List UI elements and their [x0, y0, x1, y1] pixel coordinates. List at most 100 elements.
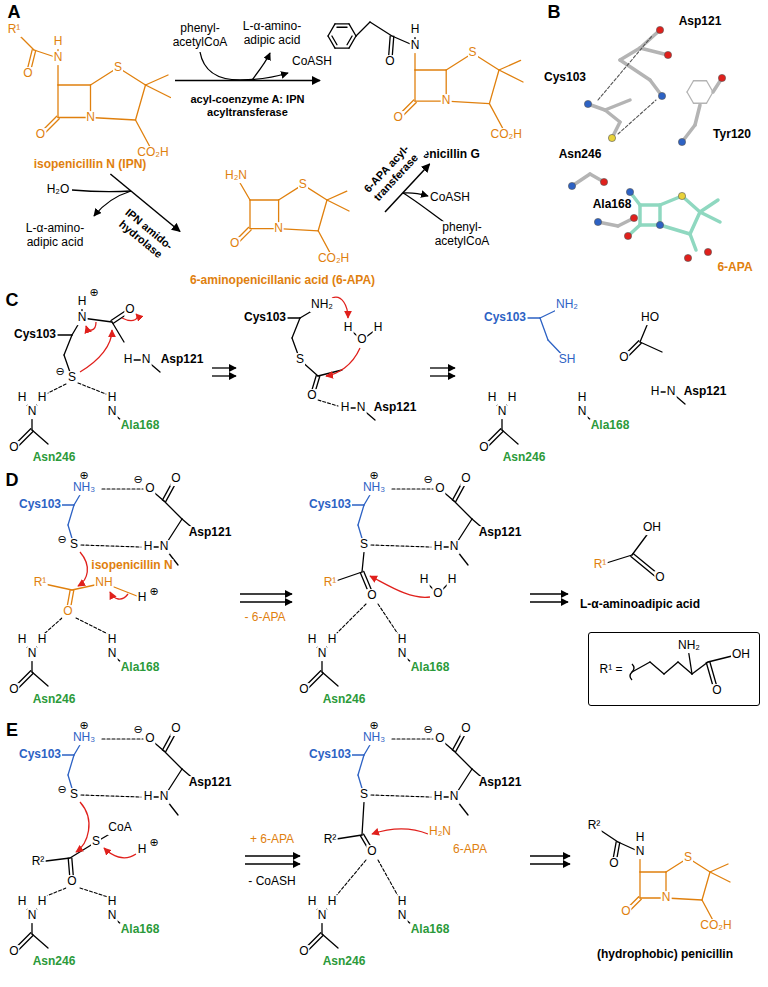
- chem-label: O: [393, 111, 404, 125]
- bond: [32, 430, 48, 444]
- hydrogen-bond: [378, 604, 398, 634]
- chem-label: - CoASH: [247, 875, 296, 889]
- stick-bond: [700, 200, 718, 212]
- chem-label: H: [577, 391, 588, 405]
- chem-label: ⊕: [88, 286, 99, 299]
- chem-label: O: [22, 67, 33, 81]
- hydrogen-bond: [336, 860, 366, 896]
- stick-bond: [700, 212, 720, 222]
- hydrogen-bond: [392, 488, 433, 489]
- chem-label: O: [124, 303, 135, 317]
- chem-label: N: [27, 909, 38, 923]
- chem-label: O: [35, 128, 46, 142]
- bond: [489, 70, 499, 104]
- formula-text: O: [711, 684, 722, 698]
- reaction-arrow: [530, 593, 568, 594]
- stick-bond: [640, 48, 668, 55]
- chem-label: N: [356, 401, 367, 415]
- panel-letter: E: [5, 720, 19, 741]
- chem-label: H₂N: [428, 825, 452, 839]
- atom-ball: [684, 254, 691, 261]
- chem-label: NH₃: [362, 731, 386, 745]
- hydrogen-bond: [81, 795, 141, 797]
- chem-label: H: [447, 573, 458, 587]
- hydrogen-bond: [102, 488, 143, 489]
- chem-label: N: [159, 790, 170, 804]
- chem-label: N: [497, 405, 508, 419]
- chem-label: H: [17, 633, 28, 647]
- chem-label: CO₂H: [490, 128, 523, 142]
- curved-arrow: [403, 193, 428, 196]
- curved-arrow: [332, 297, 348, 318]
- chem-label: O: [66, 875, 77, 889]
- chem-label: N: [27, 405, 38, 419]
- hydrogen-bond: [318, 400, 338, 406]
- chem-label: NH₂: [310, 298, 334, 312]
- chem-label: N: [141, 353, 152, 367]
- atom-ball: [624, 232, 631, 239]
- reaction-arrow: [240, 601, 292, 602]
- chem-label: H: [107, 391, 118, 405]
- bond: [499, 70, 523, 82]
- chem-label: O: [8, 441, 19, 455]
- chem-label: NH₃: [362, 481, 386, 495]
- chem-label: N: [27, 647, 38, 661]
- chem-label: Ala168: [120, 923, 161, 937]
- bond: [502, 430, 518, 444]
- bond: [454, 501, 472, 519]
- stick-bond: [690, 234, 696, 250]
- bond: [499, 60, 521, 70]
- chem-label: Asp121: [160, 353, 205, 367]
- hydrogen-bond: [371, 795, 431, 797]
- bond: [640, 871, 666, 872]
- hydrogen-bond: [618, 100, 656, 134]
- chem-label: CoASH: [291, 55, 333, 69]
- chem-label: N: [441, 94, 452, 108]
- chem-label: H: [137, 591, 148, 605]
- bond: [328, 24, 335, 36]
- panel-letter: A: [7, 2, 22, 23]
- chem-label: H: [17, 391, 28, 405]
- chem-label: S: [91, 835, 101, 849]
- chem-label: NH₃: [72, 481, 96, 495]
- chem-label: L-α-aminoadipic acid: [579, 598, 701, 612]
- chem-label: Ala168: [120, 661, 161, 675]
- chem-label: ⊕: [148, 836, 159, 849]
- atom-ball: [568, 182, 575, 189]
- chem-label: H: [107, 895, 118, 909]
- curved-arrow: [72, 190, 131, 192]
- chem-label: H: [37, 633, 48, 647]
- chem-label: ⊕: [368, 719, 379, 732]
- enzyme-label: acyl-coenzyme A: IPN acyltransferase: [171, 94, 323, 119]
- chem-label: H₂O: [46, 183, 71, 197]
- panel-letter: D: [5, 470, 20, 491]
- bond: [146, 75, 169, 85]
- bond: [292, 318, 300, 338]
- chem-label: O: [478, 441, 489, 455]
- bond: [692, 662, 708, 674]
- stick-bond: [695, 105, 700, 125]
- chem-label: N: [661, 891, 672, 905]
- hydrogen-bond: [78, 383, 106, 394]
- bond: [710, 872, 730, 882]
- chem-label: Asn246: [322, 693, 367, 707]
- chem-label: (hydrophobic) penicillin: [596, 948, 734, 962]
- chem-label: N: [410, 39, 421, 53]
- chem-label: CO₂H: [699, 919, 732, 933]
- stick-bond: [640, 203, 660, 207]
- chem-label: H: [507, 391, 518, 405]
- bond: [58, 84, 91, 85]
- chem-label: H: [397, 895, 408, 909]
- reaction-arrow: [430, 375, 455, 376]
- chem-label: N: [397, 647, 408, 661]
- chem-label: Asp121: [188, 776, 233, 790]
- chem-label: O: [62, 605, 73, 619]
- atom-ball: [678, 192, 685, 199]
- chem-label: H: [650, 385, 661, 399]
- chem-label: N: [273, 222, 284, 236]
- chem-label: O: [366, 589, 377, 603]
- bond: [528, 317, 540, 318]
- panel-letter: B: [547, 2, 562, 23]
- bond: [249, 200, 250, 229]
